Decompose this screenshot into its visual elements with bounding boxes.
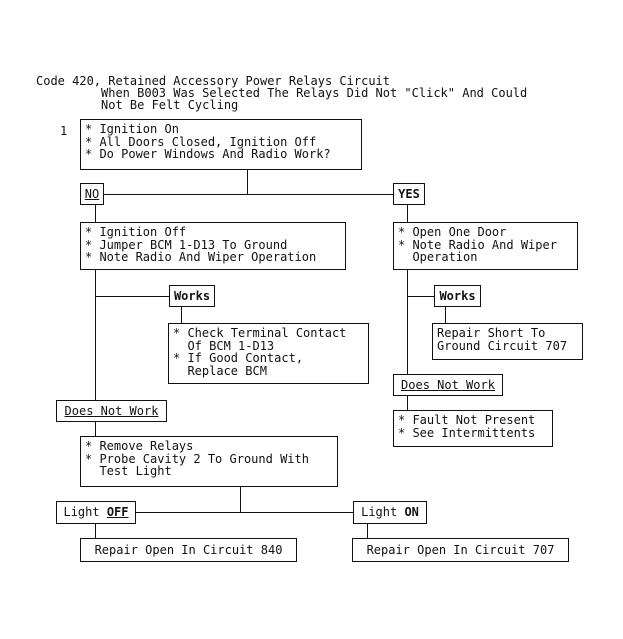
works-label-left: Works (173, 288, 211, 303)
no-label-box: NO (80, 183, 104, 205)
repair-open-707-label: Repair Open In Circuit 707 (366, 542, 555, 557)
repair-short-line: Repair Short To (437, 326, 546, 340)
repair-open-840-box: Repair Open In Circuit 840 (80, 538, 297, 562)
check-terminal-box: * Check Terminal Contact Of BCM 1-D13 * … (168, 323, 369, 384)
yes-branch-box: * Open One Door * Note Radio And Wiper O… (393, 222, 578, 270)
yes-branch-line: Operation (398, 250, 478, 264)
no-branch-line: * Ignition Off (85, 225, 187, 239)
yes-label-box: YES (393, 183, 425, 205)
step-number: 1 (60, 124, 68, 138)
no-branch-line: * Jumper BCM 1-D13 To Ground (85, 237, 288, 252)
connector-no-yes (104, 194, 393, 195)
does-not-work-left-box: Does Not Work (56, 400, 167, 422)
repair-open-707-box: Repair Open In Circuit 707 (352, 538, 569, 562)
connector-right-main (407, 270, 408, 374)
connector-dnw-left-down (95, 422, 96, 436)
light-on-box: Light ON (353, 501, 427, 524)
does-not-work-right-label: Does Not Work (401, 377, 495, 392)
no-label: NO (84, 186, 100, 201)
does-not-work-right-box: Does Not Work (393, 374, 503, 396)
works-label-right-box: Works (434, 285, 481, 307)
check-terminal-line: Of BCM 1-D13 (173, 338, 275, 353)
connector-works-left-down (181, 307, 182, 323)
step1-line: * Do Power Windows And Radio Work? (85, 147, 331, 161)
step1-line: * Ignition On (85, 122, 179, 136)
connector-left-main (95, 270, 96, 400)
works-label-left-box: Works (169, 285, 215, 307)
connector-relays-down (240, 487, 241, 512)
diagram-subtitle-line-1: When B003 Was Selected The Relays Did No… (101, 86, 528, 100)
diagram-subtitle-line-2: Not Be Felt Cycling (101, 98, 239, 112)
step1-box: * Ignition On * All Doors Closed, Igniti… (80, 119, 362, 170)
fault-not-present-box: * Fault Not Present * See Intermittents (393, 410, 553, 447)
check-terminal-line: * Check Terminal Contact (173, 326, 347, 340)
connector-works-right-down (445, 307, 446, 323)
check-terminal-line: Replace BCM (173, 363, 267, 378)
yes-label: YES (398, 186, 420, 201)
connector-light-off-down (95, 524, 96, 538)
remove-relays-line: Test Light (85, 464, 172, 478)
connector-step1-down (247, 170, 248, 194)
remove-relays-line: * Probe Cavity 2 To Ground With (85, 451, 309, 466)
connector-no-down (95, 205, 96, 222)
light-on-prefix: Light (361, 505, 405, 520)
yes-branch-line: * Open One Door (398, 225, 507, 239)
repair-short-box: Repair Short To Ground Circuit 707 (432, 323, 583, 360)
remove-relays-box: * Remove Relays * Probe Cavity 2 To Grou… (80, 436, 338, 487)
step1-line: * All Doors Closed, Ignition Off (85, 134, 317, 149)
check-terminal-line: * If Good Contact, (173, 351, 304, 365)
yes-branch-line: * Note Radio And Wiper (398, 237, 557, 252)
connector-works-left (95, 296, 169, 297)
connector-yes-down (407, 205, 408, 222)
light-off-box: Light OFF (56, 501, 136, 524)
repair-short-line: Ground Circuit 707 (437, 338, 568, 353)
no-branch-box: * Ignition Off * Jumper BCM 1-D13 To Gro… (80, 222, 346, 270)
light-off-state: OFF (106, 505, 129, 520)
connector-dnw-right-down (407, 396, 408, 410)
diagram-title: Code 420, Retained Accessory Power Relay… (36, 74, 391, 88)
repair-open-840-label: Repair Open In Circuit 840 (94, 542, 283, 557)
connector-works-right (407, 296, 434, 297)
light-on-state: ON (404, 505, 419, 520)
no-branch-line: * Note Radio And Wiper Operation (85, 250, 317, 264)
works-label-right: Works (439, 288, 476, 303)
connector-light-on-down (367, 524, 368, 538)
connector-light-off-on (136, 512, 353, 513)
does-not-work-left-label: Does Not Work (64, 403, 159, 418)
fault-line: * See Intermittents (398, 425, 536, 440)
light-off-prefix: Light (63, 505, 107, 520)
remove-relays-line: * Remove Relays (85, 439, 194, 453)
fault-line: * Fault Not Present (398, 413, 536, 427)
